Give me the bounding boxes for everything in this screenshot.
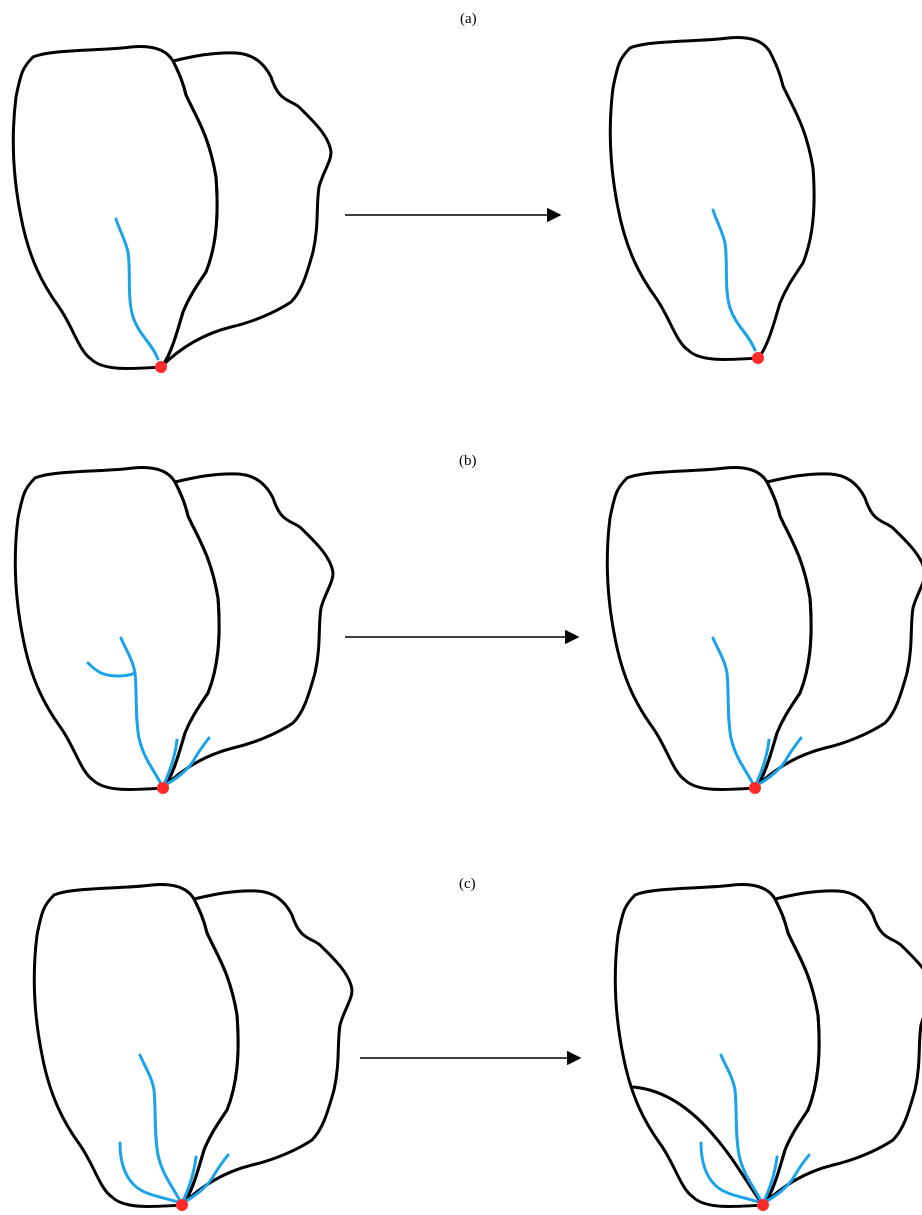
tributary-stream — [765, 1153, 811, 1203]
panel-label-b: (b) — [459, 453, 477, 469]
panel-b-after — [605, 466, 922, 794]
panel-c: (c) — [32, 876, 922, 1211]
panel-label-a: (a) — [460, 11, 477, 27]
tributary-stream — [182, 1155, 198, 1201]
subbasin-right-boundary — [161, 472, 335, 790]
outlet-point-icon — [155, 361, 167, 373]
main-stream — [119, 636, 162, 784]
outlet-point-icon — [749, 782, 761, 794]
subbasin-right-boundary — [180, 889, 354, 1207]
panel-label-c: (c) — [459, 876, 476, 892]
tributary-stream — [757, 736, 803, 786]
main-stream — [711, 208, 757, 352]
outlet-point-icon — [752, 352, 764, 364]
tributary-stream — [165, 736, 211, 786]
tributary-stream — [163, 738, 179, 784]
outlet-point-icon — [157, 782, 169, 794]
subbasin-left-boundary — [608, 36, 816, 362]
panel-a: (a) — [11, 11, 816, 373]
new-subbasin-boundary — [631, 1085, 765, 1207]
panel-c-after — [613, 883, 922, 1211]
panel-a-after — [608, 36, 816, 364]
main-stream — [114, 217, 160, 361]
panel-b-before — [13, 466, 335, 794]
tributary-stream — [86, 661, 137, 678]
panel-b: (b) — [13, 453, 922, 794]
tributary-stream — [755, 738, 771, 784]
outlet-point-icon — [176, 1199, 188, 1211]
main-stream — [711, 636, 754, 784]
panel-a-before — [11, 45, 333, 373]
tributary-stream — [184, 1153, 230, 1203]
subbasin-right-boundary — [159, 51, 333, 369]
subbasin-right-boundary — [761, 889, 922, 1207]
panel-c-before — [32, 883, 354, 1211]
tributary-stream — [118, 1141, 180, 1204]
subbasin-right-boundary — [753, 472, 922, 790]
tributary-stream — [763, 1155, 779, 1201]
main-stream — [719, 1053, 762, 1201]
main-stream — [138, 1053, 181, 1201]
outlet-point-icon — [757, 1199, 769, 1211]
tributary-stream — [699, 1141, 761, 1204]
